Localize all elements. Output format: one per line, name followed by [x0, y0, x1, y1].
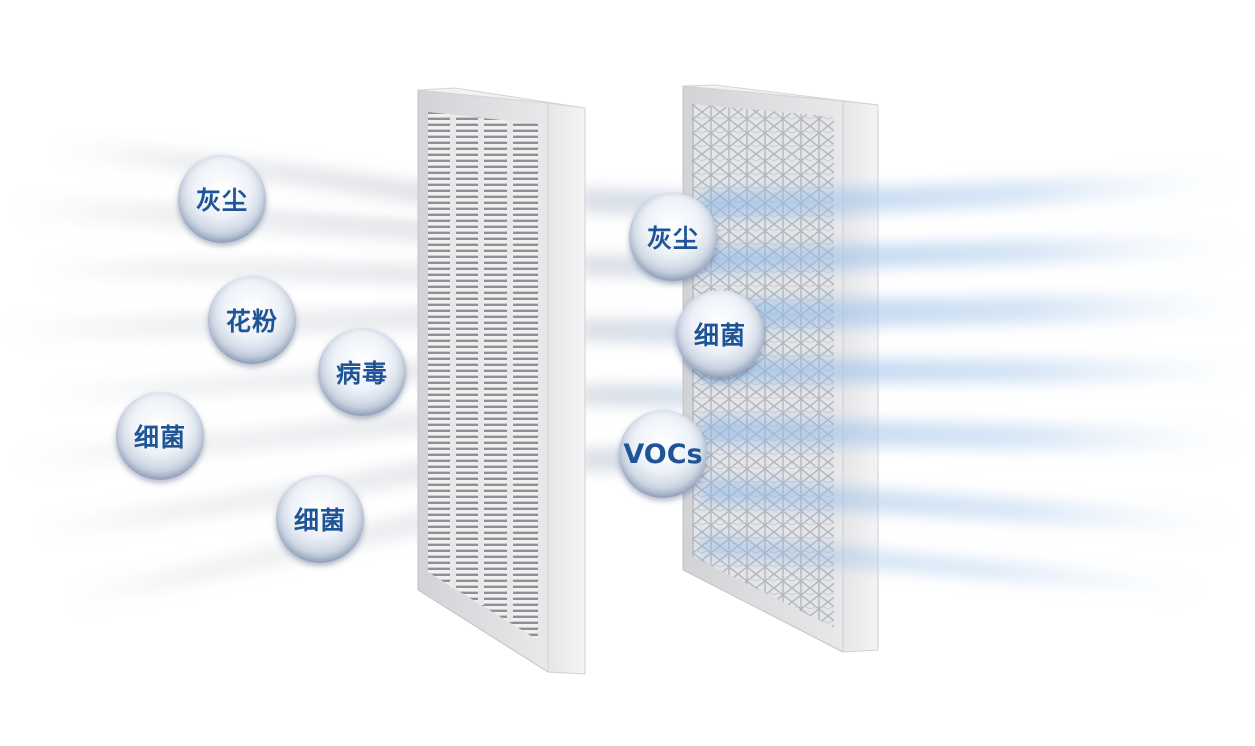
- pre-filter-side: [547, 102, 586, 675]
- pollutant-label: 病毒: [335, 359, 388, 388]
- pre-filter: [417, 87, 586, 675]
- pollutant-ball-virus: 病毒: [318, 328, 406, 416]
- pollutant-ball-bacteria: 细菌: [676, 290, 764, 378]
- pollutant-label: 细菌: [293, 506, 346, 535]
- incoming-air-streaks: [9, 139, 433, 611]
- pollutant-ball-bacteria: 细菌: [276, 475, 364, 563]
- pollutant-label: 灰尘: [646, 224, 699, 253]
- pollutant-ball-dust: 灰尘: [178, 155, 266, 243]
- clean-air-streaks: [699, 167, 1251, 600]
- pollutant-ball-dust: 灰尘: [629, 193, 717, 281]
- pollutant-ball-bacteria: 细菌: [116, 392, 204, 480]
- pollutant-ball-pollen: 花粉: [208, 276, 296, 364]
- pollutant-label: VOCs: [623, 438, 703, 470]
- pollutant-label: 花粉: [225, 307, 278, 336]
- pollutant-label: 细菌: [133, 423, 186, 452]
- pollutant-ball-vocs: VOCs: [619, 410, 707, 498]
- pollutant-label: 细菌: [693, 321, 746, 350]
- pollutant-label: 灰尘: [195, 186, 248, 215]
